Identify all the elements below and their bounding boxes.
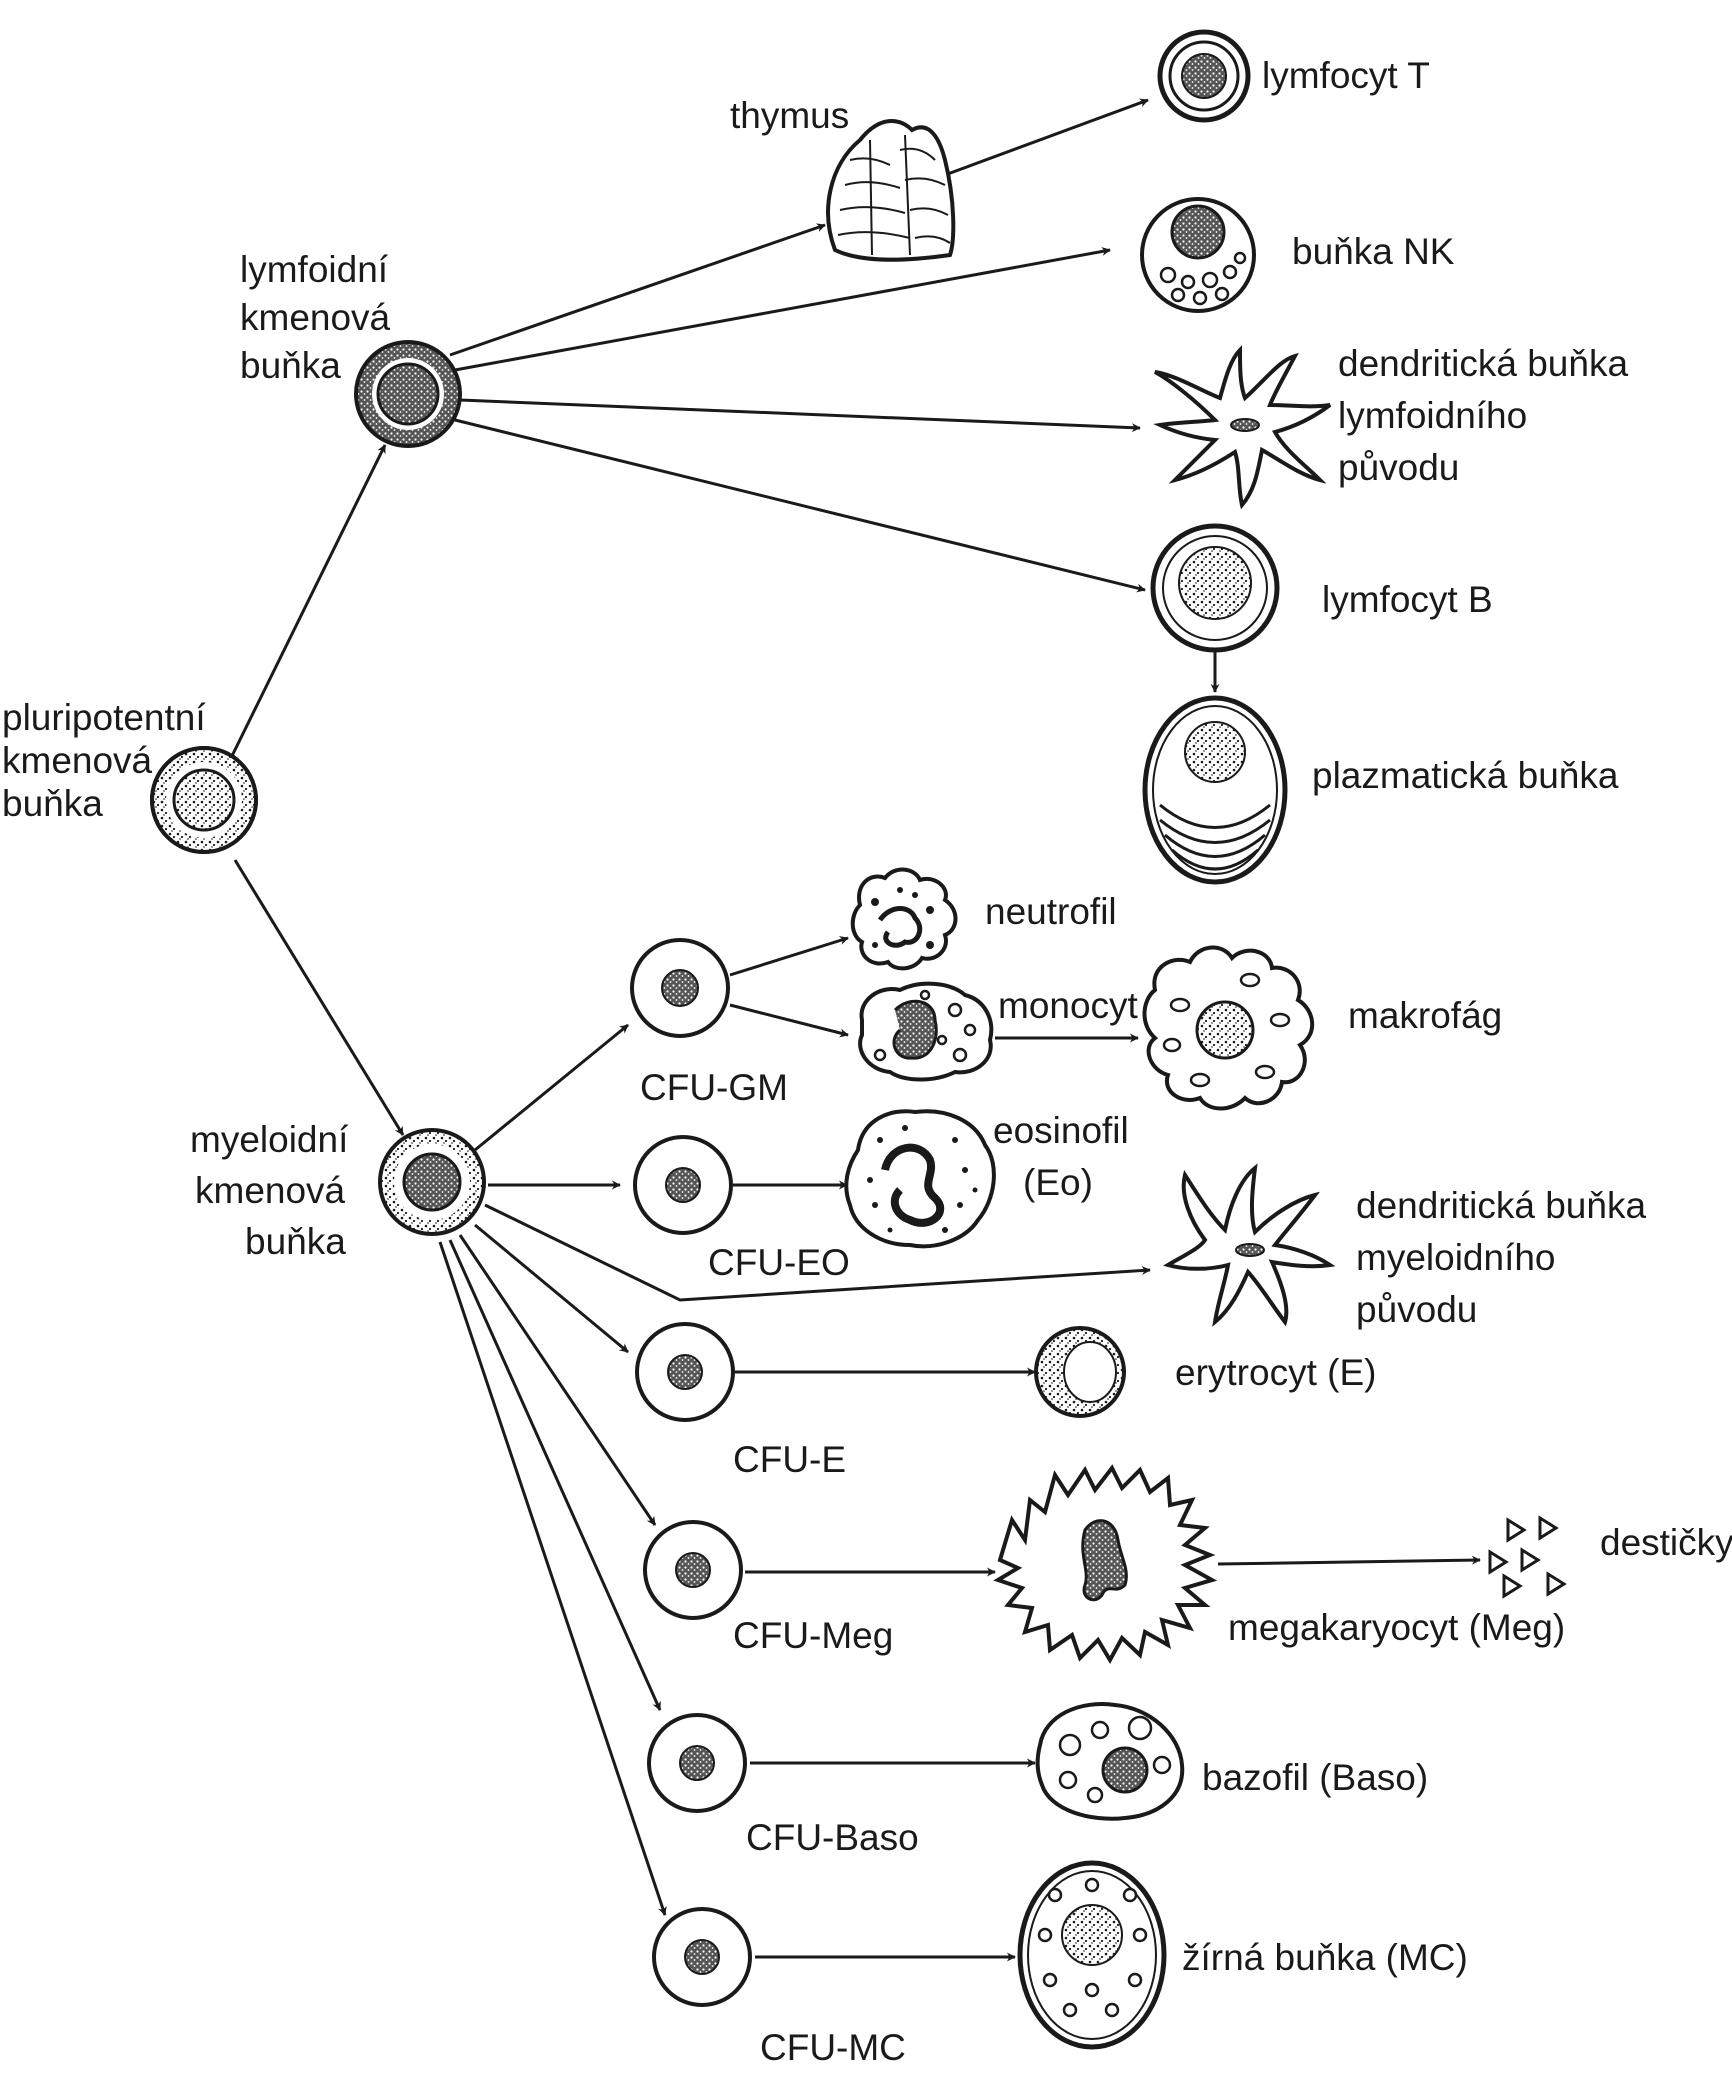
t-lymphocyte	[1157, 29, 1251, 123]
label-eosinophil-2: (Eo)	[1023, 1162, 1093, 1203]
label-mast-cell: žírná buňka (MC)	[1182, 1937, 1468, 1978]
arrow-myeloid-to-dendritic	[484, 1203, 1151, 1302]
pluripotent-stem-cell	[150, 746, 258, 854]
arrow-myeloid-to-cfu-gm	[474, 1023, 629, 1152]
arrow-thymus-to-t-cell	[944, 98, 1149, 177]
arrow-myeloid-to-cfu-mc	[438, 1241, 667, 1916]
label-dendritic-myeloid-2: myeloidního	[1356, 1237, 1556, 1278]
label-megakaryocyte: megakaryocyt (Meg)	[1228, 1607, 1565, 1648]
lymphoid-stem-cell	[354, 340, 462, 448]
label-cfu-eo: CFU-EO	[708, 1242, 850, 1283]
label-plasma-cell: plazmatická buňka	[1312, 755, 1619, 796]
label-myeloid-stem-3: buňka	[245, 1221, 346, 1262]
arrow-lymphoid-to-nk	[454, 247, 1111, 372]
mast-cell	[1017, 1860, 1167, 2050]
nk-cell	[1140, 197, 1256, 313]
label-monocyte: monocyt	[998, 985, 1139, 1026]
b-lymphocyte	[1150, 523, 1280, 653]
label-dendritic-lymphoid-3: původu	[1338, 447, 1459, 488]
label-t-cell: lymfocyt T	[1262, 55, 1430, 96]
label-pluripotent-1: pluripotentní	[2, 697, 206, 738]
label-myeloid-stem-1: myeloidní	[190, 1119, 349, 1160]
arrow-lymphoid-to-b-cell	[454, 418, 1146, 593]
label-dendritic-lymphoid-2: lymfoidního	[1338, 395, 1527, 436]
macrophage-cell	[1142, 945, 1315, 1111]
label-cfu-meg: CFU-Meg	[733, 1615, 893, 1656]
cfu-mc-cell	[652, 1907, 752, 2007]
label-b-cell: lymfocyt B	[1322, 579, 1493, 620]
arrow-gm-to-monocyte	[729, 1003, 849, 1038]
arrow-megakaryocyte-to-platelets	[1217, 1555, 1481, 1566]
label-lymphoid-stem-3: buňka	[240, 345, 341, 386]
cfu-e-cell	[635, 1322, 735, 1422]
arrow-gm-to-neutrophil	[729, 936, 849, 977]
arrow-myeloid-to-cfu-meg	[458, 1234, 657, 1526]
cfu-eo-cell	[633, 1135, 733, 1235]
label-erythrocyte: erytrocyt (E)	[1175, 1352, 1376, 1393]
label-dendritic-myeloid-3: původu	[1356, 1289, 1477, 1330]
arrow-lymphoid-to-dendritic	[459, 398, 1141, 433]
cfu-gm-cell	[630, 938, 730, 1038]
platelets	[1488, 1515, 1567, 1599]
label-eosinophil-1: eosinofil	[993, 1110, 1129, 1151]
dendritic-cell-myeloid	[1163, 1163, 1336, 1327]
arrow-pluri-to-lymphoid	[228, 444, 387, 761]
label-lymphoid-stem-1: lymfoidní	[240, 249, 389, 290]
label-dendritic-myeloid-1: dendritická buňka	[1356, 1185, 1646, 1226]
label-cfu-e: CFU-E	[733, 1439, 846, 1480]
label-pluripotent-3: buňka	[2, 783, 103, 824]
basophil-cell	[1035, 1702, 1185, 1821]
label-neutrophil: neutrofil	[985, 891, 1117, 932]
label-myeloid-stem-2: kmenová	[195, 1170, 346, 1211]
dendritic-cell-lymphoid	[1153, 345, 1332, 510]
thymus-organ	[826, 119, 956, 262]
megakaryocyte-cell	[993, 1464, 1218, 1665]
monocyte-cell	[858, 981, 994, 1082]
label-nk-cell: buňka NK	[1292, 231, 1455, 272]
plasma-cell	[1142, 695, 1288, 885]
cfu-meg-cell	[643, 1520, 743, 1620]
label-dendritic-lymphoid-1: dendritická buňka	[1338, 343, 1628, 384]
label-platelets: destičky	[1600, 1522, 1732, 1563]
erythrocyte-cell	[1034, 1326, 1126, 1418]
label-cfu-gm: CFU-GM	[640, 1067, 788, 1108]
neutrophil-cell	[850, 867, 958, 971]
label-lymphoid-stem-2: kmenová	[240, 297, 391, 338]
myeloid-stem-cell	[378, 1128, 486, 1236]
arrow-myeloid-to-cfu-e	[474, 1223, 629, 1354]
eosinophil-cell	[844, 1109, 996, 1249]
cfu-baso-cell	[647, 1713, 747, 1813]
labels: pluripotentní kmenová buňka lymfoidní km…	[2, 55, 1732, 2068]
arrow-pluri-to-myeloid	[233, 859, 405, 1136]
arrow-lymphoid-to-thymus	[449, 223, 826, 357]
label-cfu-mc: CFU-MC	[760, 2027, 906, 2068]
label-pluripotent-2: kmenová	[2, 740, 153, 781]
label-macrophage: makrofág	[1348, 995, 1502, 1036]
arrow-myeloid-to-cfu-baso	[448, 1239, 662, 1711]
label-thymus: thymus	[730, 95, 849, 136]
arrows	[228, 98, 1481, 1962]
label-basophil: bazofil (Baso)	[1202, 1757, 1428, 1798]
label-cfu-baso: CFU-Baso	[746, 1817, 919, 1858]
